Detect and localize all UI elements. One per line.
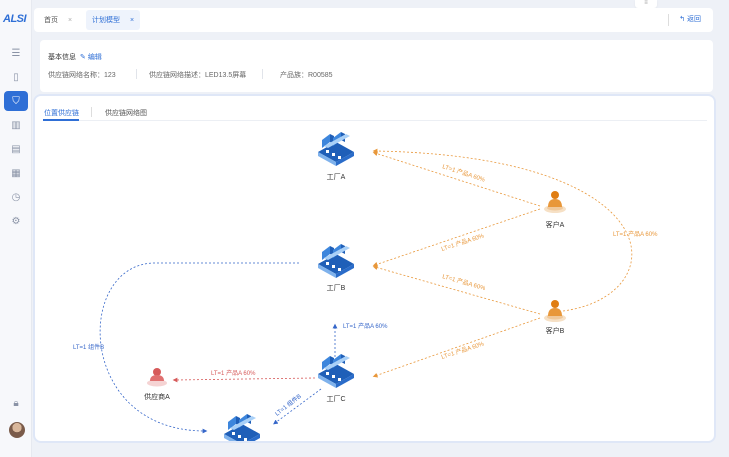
document-icon[interactable]: ▯ xyxy=(13,71,19,83)
network-description: 供应链网络描述：LED13.5屏幕 xyxy=(149,72,247,79)
factory-icon xyxy=(318,244,354,278)
basic-info-card: 基本信息 ✎ 编辑 供应链网络名称：123 供应链网络描述：LED13.5屏幕 … xyxy=(40,40,713,92)
edge-custB-factC[interactable] xyxy=(372,317,541,378)
tab-label: 计划模型 xyxy=(92,17,120,24)
edge-label: LT=1 产品A 60% xyxy=(343,322,388,330)
network-panel: 位置供应链 供应链网络图 xyxy=(35,96,714,441)
divider xyxy=(136,69,137,79)
node-label: 工厂C xyxy=(326,395,345,403)
edge-label: LT=1 产品A 60% xyxy=(211,369,256,377)
factory-icon[interactable]: ▥ xyxy=(11,119,21,131)
network-graph[interactable]: LT=1 产品A 60% LT=1 产品A 60% LT=1 产品A 60% L… xyxy=(35,96,714,441)
node-label: 客户A xyxy=(546,220,565,229)
tab-home[interactable]: 首页 × xyxy=(38,10,78,30)
back-label: 返回 xyxy=(687,16,701,23)
node-customer-b[interactable]: 客户B xyxy=(544,300,566,335)
edge-label: LT=1 组件B xyxy=(73,343,104,351)
node-label: 客户B xyxy=(546,326,565,335)
edge-outer-left[interactable] xyxy=(99,262,299,434)
logo: ALSI xyxy=(3,13,27,25)
collapse-handle[interactable]: ≡ xyxy=(635,0,657,8)
section-title: 基本信息 xyxy=(48,54,76,61)
edit-label: 编辑 xyxy=(87,54,102,61)
supplier-icon-body xyxy=(150,375,164,381)
factory-icon xyxy=(224,414,260,441)
tab-bar: 首页 × 计划模型 × ↰ 返回 xyxy=(34,8,713,32)
divider xyxy=(262,69,263,79)
settings-icon[interactable]: ⚙ xyxy=(11,215,21,227)
node-label: 工厂B xyxy=(327,284,346,292)
edit-button[interactable]: ✎ 编辑 xyxy=(80,52,102,62)
back-button[interactable]: ↰ 返回 xyxy=(679,14,701,24)
tab-supply-network-graph[interactable]: 供应链网络图 xyxy=(105,110,147,117)
edge-label: LT=1 产品A 60% xyxy=(441,162,486,184)
edge-label: LT=1 产品A 60% xyxy=(440,339,485,361)
divider xyxy=(91,107,92,117)
product-family: 产品族：R00585 xyxy=(280,72,333,79)
tab-label: 首页 xyxy=(44,17,58,24)
node-label: 供应商A xyxy=(144,392,170,401)
node-supplier-a[interactable]: 供应商A xyxy=(144,368,170,401)
edge-label: LT=1 产品A 60% xyxy=(613,230,658,238)
node-factory-b[interactable]: 工厂B xyxy=(318,244,354,292)
sidebar: ALSI ☰ ▯ ⛉ ▥ ▤ ▦ ◷ ⚙ 🔒︎ xyxy=(0,0,32,457)
supplier-icon-base xyxy=(147,379,167,387)
person-icon xyxy=(544,191,566,213)
edge-label: LT=1 产品A 60% xyxy=(440,231,485,253)
menu-icon[interactable]: ☰ xyxy=(11,47,21,59)
network-name: 供应链网络名称：123 xyxy=(48,72,116,79)
factory-icon xyxy=(318,132,354,166)
edit-icon: ✎ xyxy=(80,54,86,61)
node-factory-a[interactable]: 工厂A xyxy=(318,132,354,181)
tab-location-supply-chain[interactable]: 位置供应链 xyxy=(44,110,79,117)
close-icon[interactable]: × xyxy=(68,16,73,24)
edge-custB-factB[interactable] xyxy=(372,265,541,315)
box-icon[interactable]: ▤ xyxy=(11,143,21,155)
tab-plan-model[interactable]: 计划模型 × xyxy=(86,10,141,30)
divider xyxy=(668,14,669,26)
node-customer-a[interactable]: 客户A xyxy=(544,191,566,229)
edge-custB-factA-outer[interactable] xyxy=(372,148,633,312)
active-tab-indicator xyxy=(43,119,79,121)
node-factory-bottom[interactable] xyxy=(224,414,260,441)
calendar-icon[interactable]: ▦ xyxy=(11,167,21,179)
avatar[interactable] xyxy=(9,422,25,438)
person-icon xyxy=(544,300,566,322)
node-label: 工厂A xyxy=(327,173,346,181)
close-icon[interactable]: × xyxy=(130,16,135,24)
tab-underline-track xyxy=(43,120,707,121)
edge-custA-factB[interactable] xyxy=(372,208,541,267)
edge-label: LT=1 产品A 60% xyxy=(441,272,487,292)
supplier-icon xyxy=(153,368,161,376)
back-icon: ↰ xyxy=(679,16,686,23)
edge-factC-bottom[interactable] xyxy=(273,388,322,425)
edge-custA-factA[interactable] xyxy=(372,151,541,207)
factory-icon xyxy=(318,354,354,388)
clock-icon[interactable]: ◷ xyxy=(11,191,21,203)
lock-icon[interactable]: 🔒︎ xyxy=(13,397,19,409)
edge-factC-suppA[interactable] xyxy=(172,377,316,383)
node-factory-c[interactable]: 工厂C xyxy=(318,354,354,403)
network-icon[interactable]: ⛉ xyxy=(4,91,28,111)
